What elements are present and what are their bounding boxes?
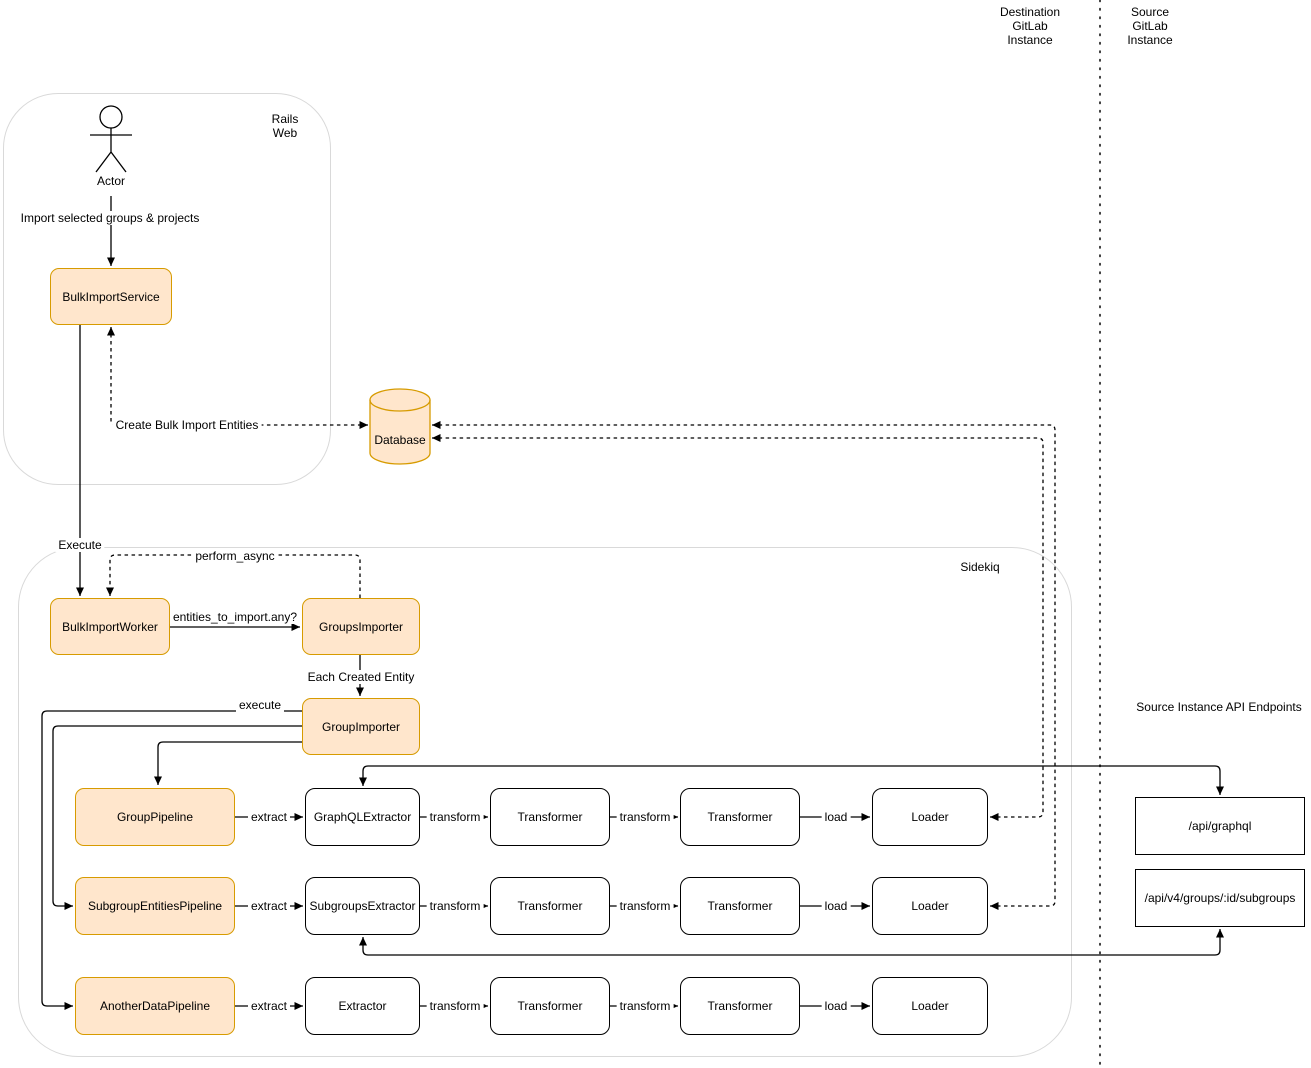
edge-label-execute: Execute <box>55 538 105 552</box>
edge-label-perform-async: perform_async <box>192 549 278 563</box>
node-loader-3: Loader <box>872 977 988 1035</box>
edge-label-entities-to-import: entities_to_import.any? <box>169 610 301 624</box>
database-icon <box>369 388 431 465</box>
node-another-data-pipeline: AnotherDataPipeline <box>75 977 235 1035</box>
node-groups-importer: GroupsImporter <box>302 598 420 655</box>
edge-label-extract-2: extract <box>247 899 291 913</box>
edge-label-transform-1b: transform <box>616 810 674 824</box>
edge-label-transform-2a: transform <box>426 899 484 913</box>
node-extractor: Extractor <box>305 977 420 1035</box>
edge-label-load-1: load <box>821 810 851 824</box>
actor-icon <box>90 105 132 173</box>
edge-loader1-database <box>432 434 1044 821</box>
endpoint-api-subgroups: /api/v4/groups/:id/subgroups <box>1135 869 1305 927</box>
node-group-importer: GroupImporter <box>302 698 420 755</box>
node-loader-1: Loader <box>872 788 988 846</box>
node-bulk-import-worker: BulkImportWorker <box>50 598 170 655</box>
edge-subgroupsextractor-api-subgroups <box>359 929 1224 956</box>
node-transformer-1a: Transformer <box>490 788 610 846</box>
node-graphql-extractor: GraphQLExtractor <box>305 788 420 846</box>
node-transformer-2b: Transformer <box>680 877 800 935</box>
database-label: Database <box>374 433 426 447</box>
node-transformer-3b: Transformer <box>680 977 800 1035</box>
edge-label-create-entities: Create Bulk Import Entities <box>112 418 262 432</box>
edge-label-transform-3b: transform <box>616 999 674 1013</box>
edge-label-execute-pipeline: execute <box>235 698 285 712</box>
edge-label-extract-3: extract <box>247 999 291 1013</box>
node-transformer-2a: Transformer <box>490 877 610 935</box>
destination-instance-label: Destination GitLab Instance <box>999 5 1061 47</box>
node-loader-2: Loader <box>872 877 988 935</box>
rails-web-container-label: Rails Web <box>271 112 299 140</box>
edge-label-transform-2b: transform <box>616 899 674 913</box>
edge-label-load-3: load <box>821 999 851 1013</box>
edge-groupimporter-to-grouppipeline <box>154 741 302 785</box>
edge-label-extract-1: extract <box>247 810 291 824</box>
node-transformer-1b: Transformer <box>680 788 800 846</box>
actor-label: Actor <box>96 174 126 188</box>
edge-label-load-2: load <box>821 899 851 913</box>
edge-label-import-selected: Import selected groups & projects <box>17 211 203 225</box>
edge-service-create-entities-database <box>107 327 368 429</box>
node-transformer-3a: Transformer <box>490 977 610 1035</box>
edge-groupimporter-to-subgrouppipeline <box>52 725 302 910</box>
source-instance-label: Source GitLab Instance <box>1127 5 1173 47</box>
api-endpoints-title: Source Instance API Endpoints <box>1136 700 1302 714</box>
edge-label-each-created-entity: Each Created Entity <box>304 670 418 684</box>
node-bulk-import-service: BulkImportService <box>50 268 172 325</box>
node-subgroup-entities-pipeline: SubgroupEntitiesPipeline <box>75 877 235 935</box>
node-group-pipeline: GroupPipeline <box>75 788 235 846</box>
endpoint-api-graphql: /api/graphql <box>1135 797 1305 855</box>
edge-label-transform-1a: transform <box>426 810 484 824</box>
edge-label-transform-3a: transform <box>426 999 484 1013</box>
node-subgroups-extractor: SubgroupsExtractor <box>305 877 420 935</box>
edge-loader2-database <box>432 421 1056 910</box>
edge-groupimporter-to-anotherpipeline <box>41 710 302 1010</box>
sidekiq-container-label: Sidekiq <box>960 560 1000 574</box>
rails-web-container <box>3 93 331 485</box>
